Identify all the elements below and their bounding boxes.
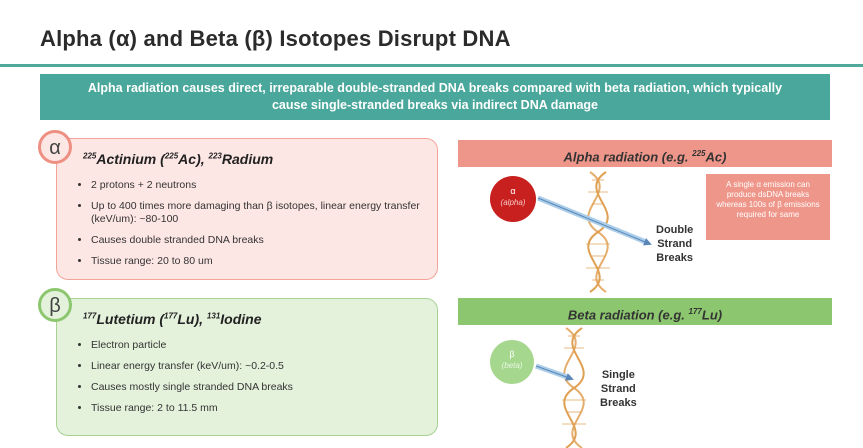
single-strand-breaks-label: Single Strand Breaks (600, 368, 637, 410)
beta-symbol-badge: β (38, 288, 72, 322)
alpha-bullet-list: 2 protons + 2 neutrons Up to 400 times m… (77, 179, 431, 276)
beta-bullet: Tissue range: 2 to 11.5 mm (91, 402, 431, 415)
dsb-line: Double (656, 224, 694, 236)
dsb-line: Breaks (656, 252, 693, 264)
beta-bullet: Causes mostly single stranded DNA breaks (91, 381, 431, 394)
beta-particle-symbol: β (509, 349, 515, 359)
alpha-symbol-badge: α (38, 130, 72, 164)
page-title: Alpha (α) and Beta (β) Isotopes Disrupt … (40, 26, 511, 51)
alpha-dna-helix-icon (586, 171, 610, 293)
beta-dna-helix-icon (562, 327, 586, 448)
beta-info-panel: 177Lutetium (177Lu), 131Iodine Electron … (56, 298, 438, 436)
dna-diagram (535, 171, 652, 448)
alpha-particle-icon: α (alpha) (490, 176, 536, 222)
ssb-line: Strand (600, 383, 636, 395)
alpha-emission-note: A single α emission can produce dsDNA br… (706, 174, 830, 240)
beta-bullet-list: Electron particle Linear energy transfer… (77, 339, 431, 423)
alpha-bullet: Causes double stranded DNA breaks (91, 234, 431, 247)
alpha-bullet: Tissue range: 20 to 80 um (91, 255, 431, 268)
double-strand-breaks-label: Double Strand Breaks (656, 223, 693, 265)
alpha-isotopes-heading: 225Actinium (225Ac), 223Radium (83, 151, 274, 167)
beta-bullet: Electron particle (91, 339, 431, 352)
alpha-bullet: 2 protons + 2 neutrons (91, 179, 431, 192)
alpha-particle-symbol: α (510, 186, 516, 196)
alpha-bullet: Up to 400 times more damaging than β iso… (91, 200, 431, 226)
beta-arrow-icon (535, 363, 574, 381)
beta-radiation-header: Beta radiation (e.g. 177Lu) (458, 298, 832, 325)
ssb-line: Single (601, 369, 635, 381)
banner-line-1: Alpha radiation causes direct, irreparab… (87, 81, 783, 95)
alpha-arrow-icon (537, 195, 652, 246)
banner-line-2: cause single-stranded breaks via indirec… (271, 98, 599, 112)
ssb-line: Breaks (600, 397, 637, 409)
title-divider (0, 64, 863, 67)
alpha-info-panel: 225Actinium (225Ac), 223Radium 2 protons… (56, 138, 438, 280)
alpha-radiation-header: Alpha radiation (e.g. 225Ac) (458, 140, 832, 167)
summary-banner: Alpha radiation causes direct, irreparab… (40, 74, 830, 120)
beta-particle-icon: β (beta) (490, 340, 534, 384)
dsb-line: Strand (657, 238, 693, 250)
beta-bullet: Linear energy transfer (keV/um): ~0.2-0.… (91, 360, 431, 373)
beta-particle-label: (beta) (501, 361, 523, 370)
beta-isotopes-heading: 177Lutetium (177Lu), 131Iodine (83, 311, 262, 327)
alpha-particle-label: (alpha) (500, 198, 526, 207)
